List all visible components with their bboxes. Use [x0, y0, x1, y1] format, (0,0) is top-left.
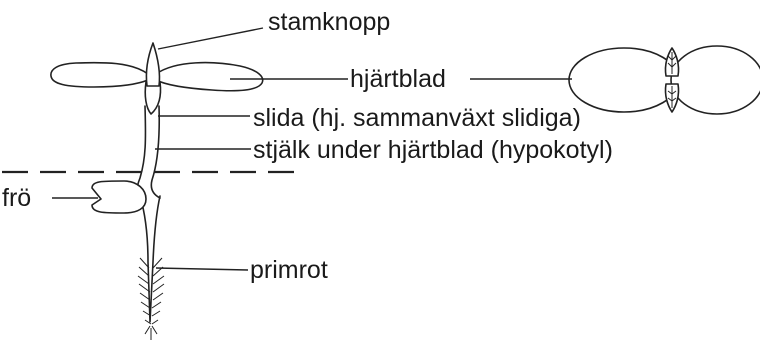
top-view-right-cotyledon — [670, 45, 760, 115]
top-view — [568, 45, 760, 115]
seedling — [50, 42, 264, 340]
primrot-leader — [155, 267, 249, 271]
label-slida: slida (hj. sammanväxt slidiga) — [253, 104, 581, 132]
root-hairs — [137, 257, 165, 340]
right-cotyledon — [155, 61, 264, 92]
seed — [91, 180, 147, 214]
left-cotyledon — [50, 61, 149, 88]
label-fro: frö — [2, 184, 31, 212]
label-stamknopp: stamknopp — [268, 8, 390, 36]
label-stjalk: stjälk under hjärtblad (hypokotyl) — [253, 136, 613, 164]
stamknopp-leader — [157, 27, 264, 50]
plumule — [145, 42, 161, 87]
label-hjartblad: hjärtblad — [350, 65, 446, 93]
hypocotyl-edge — [150, 105, 161, 199]
label-primrot: primrot — [250, 256, 328, 284]
primary-root — [139, 195, 161, 323]
top-view-left-cotyledon — [568, 47, 680, 113]
sheath — [144, 81, 162, 115]
